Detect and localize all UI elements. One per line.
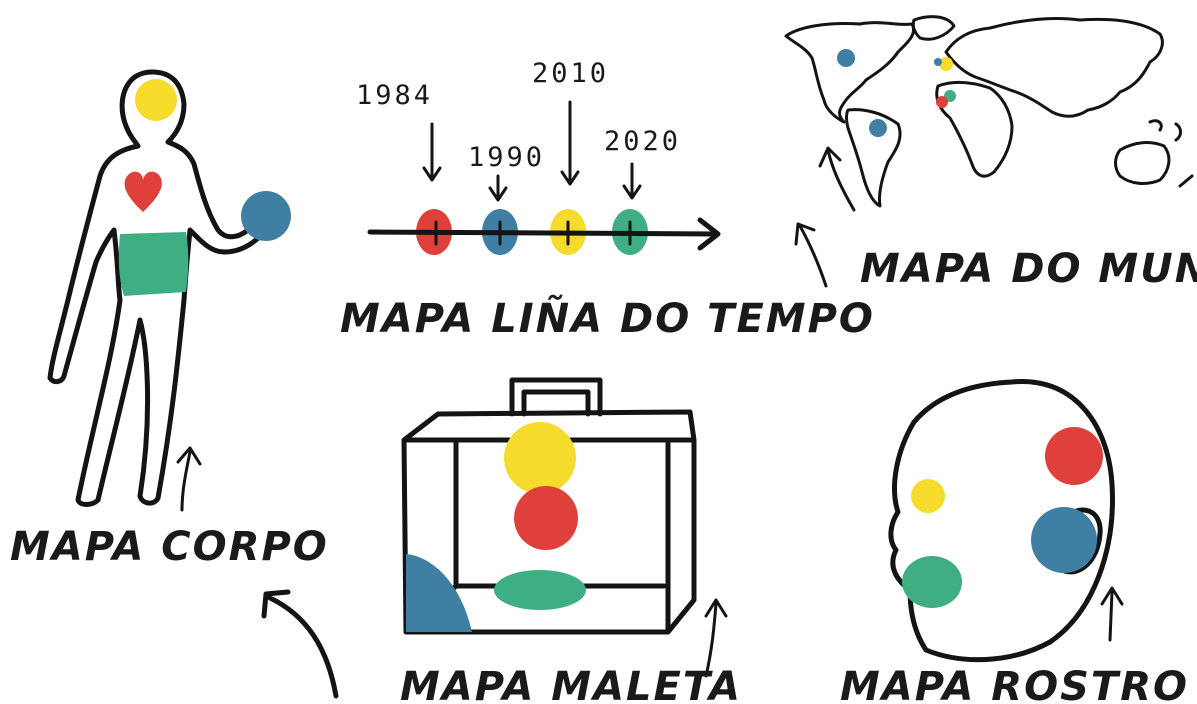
face-blue-dot: [1031, 507, 1097, 573]
world-dot-europe-blue: [934, 58, 942, 66]
world-small-arrow-icon: [794, 222, 828, 288]
body-blue-hand-dot: [241, 191, 291, 241]
world-map: MAPA DO MUNDO: [784, 15, 1197, 292]
body-map: MAPA CORPO: [10, 69, 339, 699]
face-up-arrow-icon: [1100, 586, 1124, 642]
suitcase-up-arrow-icon: [704, 598, 728, 678]
body-figure-outline: [47, 69, 269, 507]
timeline-pointer-1984: [422, 122, 442, 182]
world-africa: [935, 80, 1014, 178]
body-head-yellow-dot: [135, 79, 177, 121]
world-europe-asia: [944, 16, 1164, 118]
world-islands: [1148, 119, 1194, 188]
suitcase-map: MAPA MALETA: [400, 377, 742, 704]
world-south-america: [845, 108, 902, 208]
face-yellow-dot: [911, 479, 945, 513]
face-ear: [1059, 507, 1103, 575]
timeline-ticks: [434, 220, 632, 246]
world-curved-arrow-icon: [818, 146, 856, 212]
world-australia: [1114, 141, 1171, 185]
suitcase-yellow-dot: [504, 422, 576, 494]
suitcase-green-dot: [494, 570, 586, 610]
face-green-dot: [902, 556, 962, 608]
body-curved-arrow-icon: [261, 589, 339, 699]
body-up-arrow-icon: [176, 446, 202, 512]
timeline-map: 1984 1990 2010 2020 MAPA LIÑA DO TEMPO: [340, 58, 875, 342]
world-map-label: MAPA DO MUNDO: [860, 246, 1197, 292]
world-greenland: [911, 15, 956, 41]
world-north-america: [784, 21, 915, 124]
suitcase-outline: [401, 409, 697, 635]
timeline-pointer-2010: [560, 100, 580, 186]
suitcase-map-label: MAPA MALETA: [400, 664, 742, 704]
timeline-map-label: MAPA LIÑA DO TEMPO: [340, 294, 875, 342]
timeline-axis-arrow: [367, 217, 721, 251]
face-profile-outline: [888, 378, 1115, 663]
body-green-waist-band: [118, 232, 189, 296]
timeline-year-1984: 1984: [356, 80, 433, 111]
timeline-pointer-1990: [488, 174, 508, 202]
timeline-year-1990: 1990: [468, 142, 545, 173]
face-map: MAPA ROSTRO: [840, 378, 1189, 704]
face-map-label: MAPA ROSTRO: [840, 664, 1189, 704]
timeline-pointer-2020: [622, 162, 642, 200]
world-dot-europe-yellow: [939, 57, 953, 71]
suitcase-red-dot: [514, 486, 578, 550]
world-dot-north-america-blue: [837, 49, 855, 67]
world-dot-south-america-blue: [869, 119, 887, 137]
body-map-label: MAPA CORPO: [10, 524, 329, 570]
world-dot-africa-red: [936, 96, 948, 108]
suitcase-blue-corner: [406, 554, 472, 632]
timeline-year-2020: 2020: [604, 126, 681, 157]
suitcase-handle: [509, 377, 603, 417]
timeline-year-2010: 2010: [532, 58, 609, 89]
body-heart-icon: [124, 171, 162, 212]
face-red-dot: [1045, 427, 1103, 485]
